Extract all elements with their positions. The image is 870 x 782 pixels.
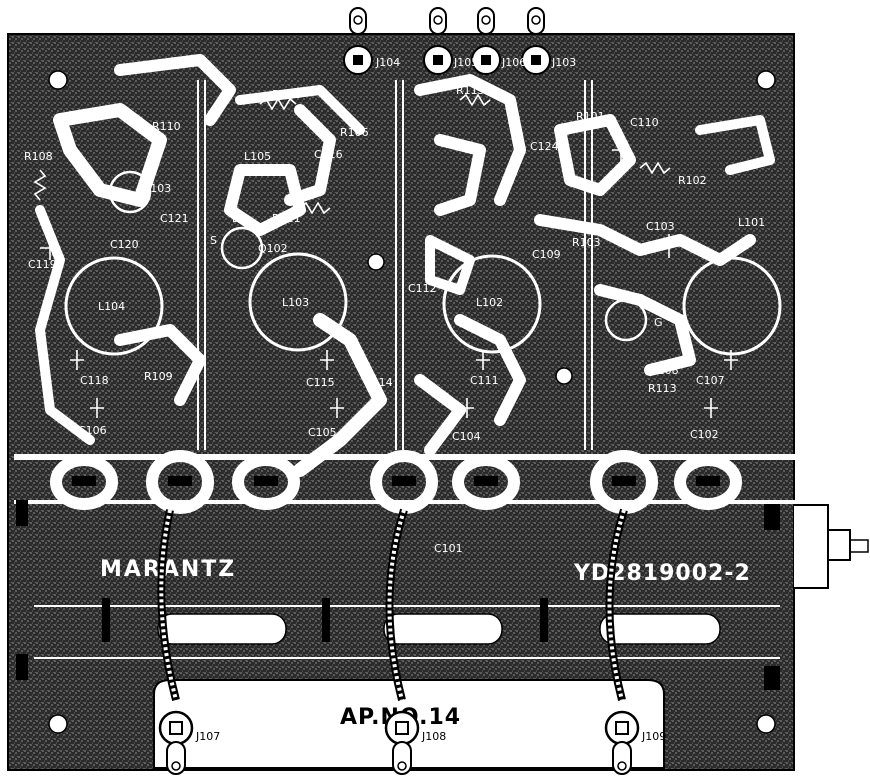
label-c107: C107 bbox=[696, 374, 725, 387]
bottom-cables-inner bbox=[159, 509, 626, 701]
label-r101: R101 bbox=[576, 110, 605, 123]
label-q102: Q102 bbox=[258, 242, 288, 255]
slot-pins bbox=[102, 598, 548, 642]
label-c124: C124 bbox=[530, 140, 559, 153]
label-r110: R110 bbox=[152, 120, 181, 133]
label-d: D bbox=[232, 212, 240, 225]
label-c103: C103 bbox=[646, 220, 675, 233]
label-c120: C120 bbox=[110, 238, 139, 251]
label-r108: R108 bbox=[24, 150, 53, 163]
transformers bbox=[64, 252, 782, 356]
component-symbols bbox=[33, 93, 738, 418]
label-r102: R102 bbox=[678, 174, 707, 187]
label-l104: L104 bbox=[98, 300, 125, 313]
board-substrate bbox=[7, 33, 795, 771]
label-r109: R109 bbox=[144, 370, 173, 383]
side-connector bbox=[794, 504, 869, 589]
label-h101: H101 bbox=[616, 292, 645, 305]
jack-label-j103: J103 bbox=[551, 56, 576, 69]
top-jacks: J104 J105 J106 J103 bbox=[343, 7, 576, 75]
part-number-text: YD2819002-2 bbox=[573, 561, 751, 586]
label-r113: R113 bbox=[648, 382, 677, 395]
mounting-holes bbox=[48, 70, 776, 734]
label-l105: L105 bbox=[244, 150, 271, 163]
label-c121: C121 bbox=[160, 212, 189, 225]
label-c109: C109 bbox=[532, 248, 561, 261]
label-c118: C118 bbox=[80, 374, 109, 387]
jack-label-j104: J104 bbox=[375, 56, 400, 69]
label-c111: C111 bbox=[470, 374, 499, 387]
label-l102: L102 bbox=[476, 296, 503, 309]
label-c105: C105 bbox=[308, 426, 337, 439]
jack-label-j109: J109 bbox=[641, 730, 666, 743]
slots bbox=[157, 613, 721, 645]
label-s: S bbox=[210, 234, 217, 247]
bottom-jacks: J107 J108 J109 bbox=[158, 710, 666, 775]
label-c102: C102 bbox=[690, 428, 719, 441]
traces bbox=[35, 54, 775, 477]
bus-lines bbox=[197, 80, 593, 450]
label-c104: C104 bbox=[452, 430, 481, 443]
terminal-strip bbox=[14, 450, 796, 690]
label-g: G bbox=[654, 316, 663, 329]
label-c112: C112 bbox=[408, 282, 437, 295]
label-r103: R103 bbox=[572, 236, 601, 249]
label-r115: R115 bbox=[456, 84, 485, 97]
label-c114: C114 bbox=[364, 376, 393, 389]
label-l103: L103 bbox=[282, 296, 309, 309]
component-labels: R112 R115 R101 R102 R103 R106 R108 R110 … bbox=[24, 84, 765, 443]
brand-text: MARANTZ bbox=[100, 557, 236, 582]
small-rings bbox=[108, 170, 648, 342]
label-c110: C110 bbox=[630, 116, 659, 129]
label-r106: R106 bbox=[340, 126, 369, 139]
jack-label-j105: J105 bbox=[453, 56, 478, 69]
jack-label-j108: J108 bbox=[421, 730, 446, 743]
center-ref-text: C101 bbox=[434, 542, 463, 555]
label-c116: C116 bbox=[314, 148, 343, 161]
label-h103: H103 bbox=[142, 182, 171, 195]
label-r112: R112 bbox=[272, 88, 301, 101]
label-r111: R111 bbox=[272, 212, 301, 225]
label-c119: C119 bbox=[28, 258, 57, 271]
label-c106: C106 bbox=[78, 424, 107, 437]
label-c115: C115 bbox=[306, 376, 335, 389]
board-text: MARANTZ YD2819002-2 C101 bbox=[100, 542, 751, 586]
jack-label-j107: J107 bbox=[195, 730, 220, 743]
label-c108: C108 bbox=[650, 364, 679, 377]
label-l101: L101 bbox=[738, 216, 765, 229]
jack-label-j106: J106 bbox=[501, 56, 526, 69]
